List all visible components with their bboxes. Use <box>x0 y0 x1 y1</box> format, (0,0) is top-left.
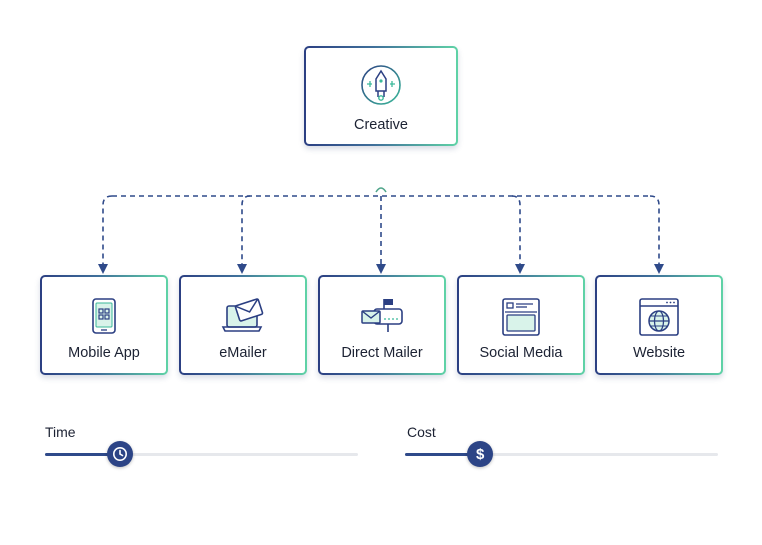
connector-branch-social-media <box>511 195 521 266</box>
arrowhead-mobile-app <box>98 264 108 274</box>
cost-slider-label: Cost <box>407 424 436 440</box>
arrowhead-emailer <box>237 264 247 274</box>
dollar-icon: $ <box>475 445 485 463</box>
node-mobile-app[interactable]: Mobile App <box>40 275 168 375</box>
cost-slider-track[interactable] <box>405 453 718 456</box>
connector-branch-mobile-app <box>102 195 113 266</box>
node-label: Website <box>632 345 686 361</box>
node-direct-mailer[interactable]: Direct Mailer <box>318 275 446 375</box>
connector-branch-website <box>649 195 660 266</box>
connector-branch-emailer <box>241 195 251 266</box>
social-window-icon <box>501 297 541 342</box>
node-creative[interactable]: Creative <box>304 46 458 146</box>
node-website[interactable]: Website <box>595 275 723 375</box>
mobile-phone-icon <box>89 297 119 340</box>
node-label: Social Media <box>479 345 563 361</box>
time-slider-fill <box>45 453 121 456</box>
time-slider-thumb[interactable] <box>107 441 134 467</box>
laptop-envelope-icon <box>221 296 265 341</box>
node-label: Creative <box>354 117 408 133</box>
time-slider-track[interactable] <box>45 453 358 456</box>
node-label: Mobile App <box>68 345 140 361</box>
node-label: eMailer <box>219 345 267 361</box>
clock-icon <box>113 447 128 461</box>
time-slider-label: Time <box>45 424 76 440</box>
pen-tool-icon <box>359 63 403 112</box>
connector-bridge <box>375 187 387 193</box>
cost-slider-fill <box>405 453 481 456</box>
mailbox-icon <box>358 295 406 340</box>
cost-slider-thumb[interactable]: $ <box>467 441 494 467</box>
node-label: Direct Mailer <box>341 345 423 361</box>
globe-browser-icon <box>638 297 680 342</box>
node-emailer[interactable]: eMailer <box>179 275 307 375</box>
arrowhead-social-media <box>515 264 525 274</box>
node-social-media[interactable]: Social Media <box>457 275 585 375</box>
arrowhead-direct-mailer <box>376 264 386 274</box>
arrowhead-website <box>654 264 664 274</box>
